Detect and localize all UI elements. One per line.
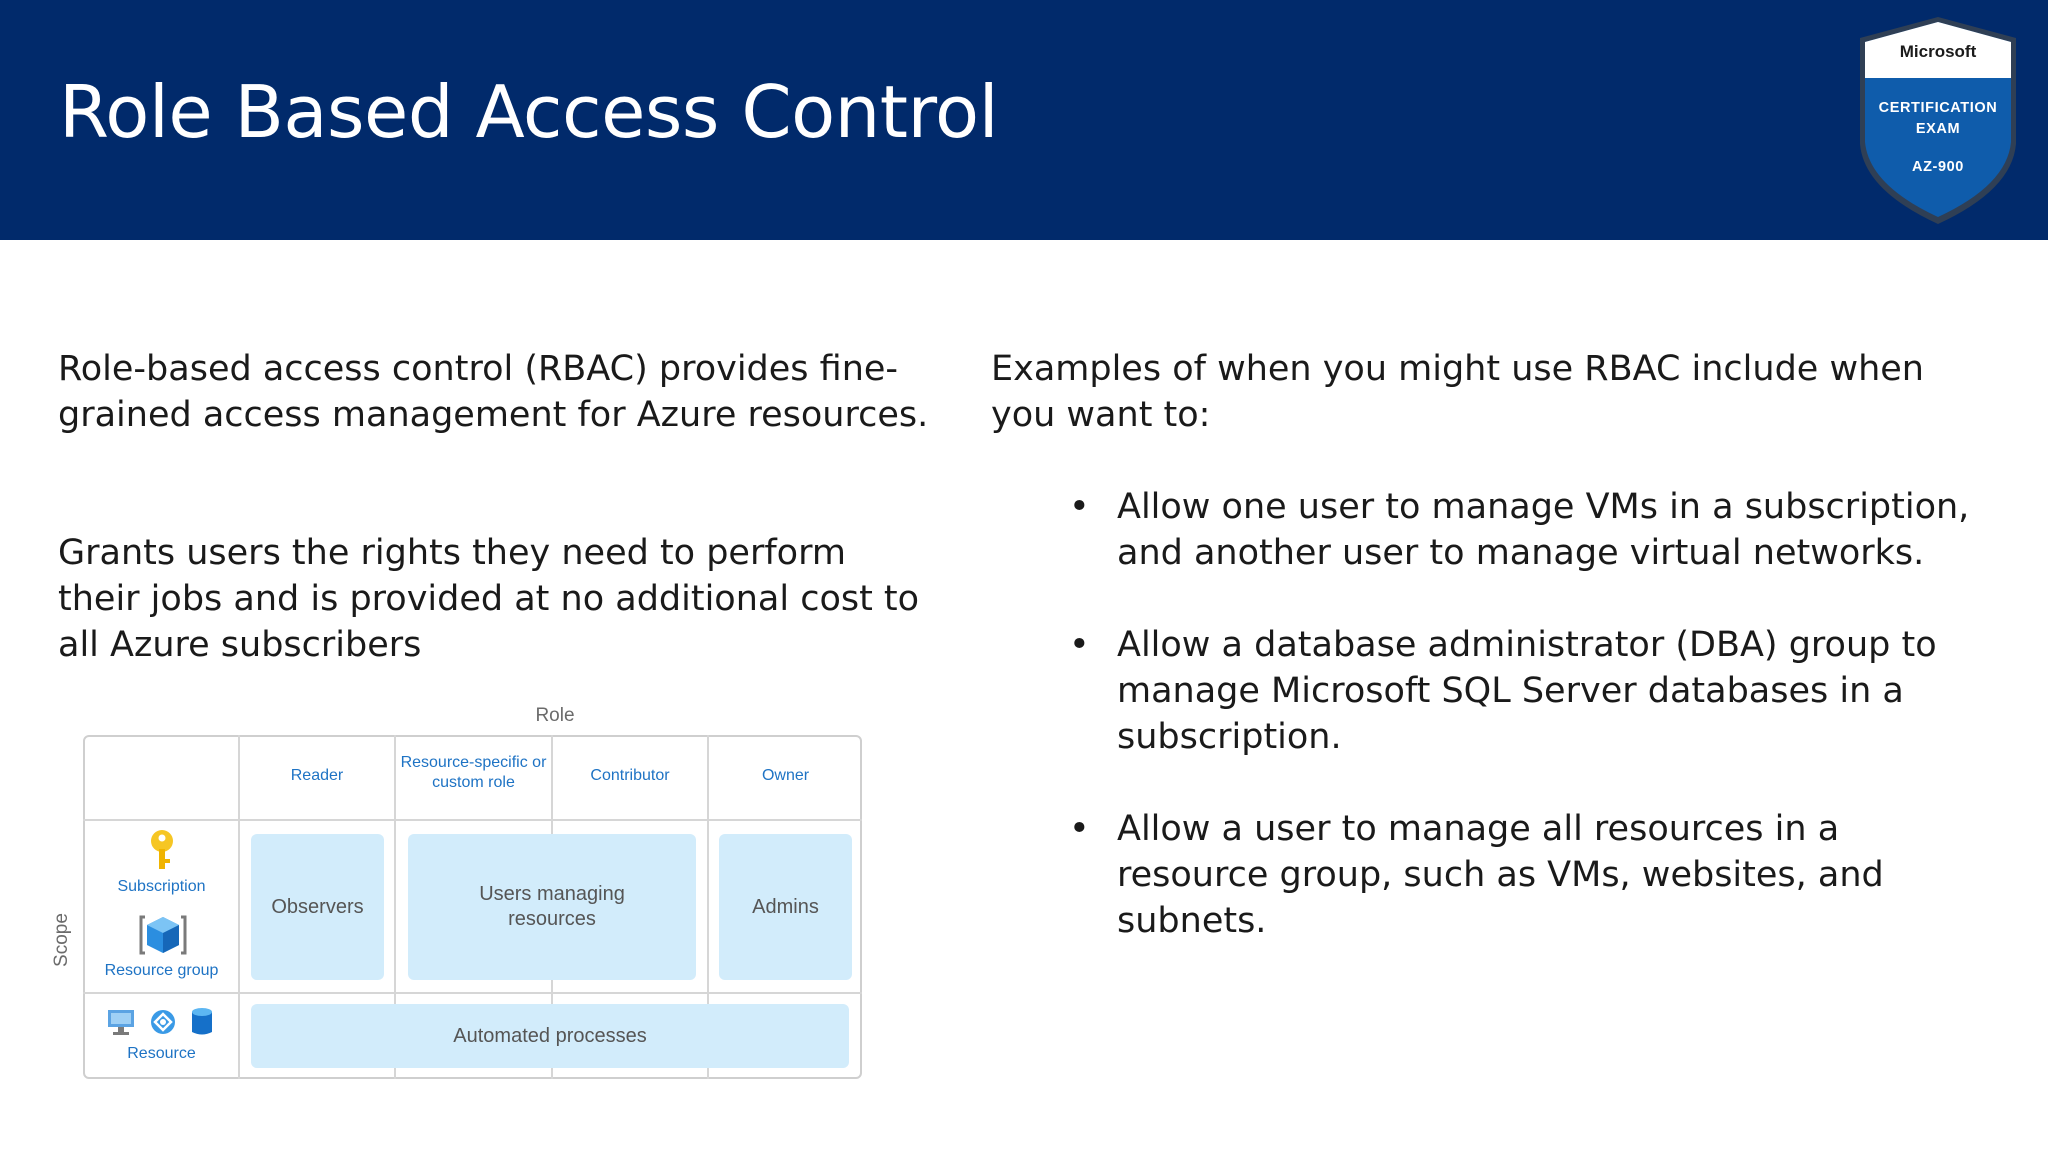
example-text: Allow one user to manage VMs in a subscr…	[1117, 487, 1970, 573]
badge-brand: Microsoft	[1899, 42, 1977, 61]
badge-exam: EXAM	[1915, 121, 1961, 137]
list-item: • Allow a database administrator (DBA) gr…	[1069, 622, 1999, 760]
grid-divider	[707, 735, 709, 1079]
examples-list: • Allow one user to manage VMs in a subsc…	[1069, 484, 1999, 944]
list-item: • Allow one user to manage VMs in a subsc…	[1069, 484, 1999, 576]
grid-divider	[83, 992, 862, 994]
grid-divider	[238, 735, 240, 1079]
users-managing-box: Users managing resources	[408, 834, 696, 980]
resource-group-cube-icon	[139, 913, 187, 961]
bullet-icon: •	[1069, 809, 1090, 849]
slide-title: Role Based Access Control	[59, 70, 999, 154]
example-text: Allow a user to manage all resources in …	[1117, 809, 1884, 941]
key-icon	[148, 829, 176, 877]
rbac-grants-text: Grants users the rights they need to per…	[58, 533, 920, 665]
column-contributor: Contributor	[590, 767, 670, 784]
column-reader: Reader	[290, 767, 344, 784]
automated-processes-box: Automated processes	[251, 1004, 849, 1068]
rbac-definition: Role-based access control (RBAC) provide…	[58, 349, 929, 435]
example-text: Allow a database administrator (DBA) gro…	[1117, 625, 1937, 757]
virtual-machine-icon	[106, 1008, 136, 1040]
bullet-icon: •	[1069, 487, 1090, 527]
column-owner: Owner	[761, 767, 810, 784]
observers-box: Observers	[251, 834, 384, 980]
role-axis-label: Role	[535, 705, 575, 726]
examples-intro: Examples of when you might use RBAC incl…	[991, 349, 1924, 435]
rbac-diagram-grid	[83, 735, 862, 1079]
slide-header: Role Based Access Control Microsoft CERT…	[0, 0, 2048, 240]
admins-box: Admins	[719, 834, 852, 980]
scope-axis-label: Scope	[51, 913, 72, 967]
scope-resource: Resource	[127, 1045, 196, 1062]
badge-shield-icon	[1860, 17, 2016, 224]
list-item: • Allow a user to manage all resources in…	[1069, 806, 1999, 944]
database-icon	[190, 1006, 214, 1042]
bullet-icon: •	[1069, 625, 1090, 665]
scope-subscription: Subscription	[117, 878, 206, 895]
certification-badge: Microsoft CERTIFICATION EXAM AZ-900	[1856, 14, 2020, 226]
column-custom-role: Resource-specific or custom role	[400, 754, 547, 791]
badge-exam-code: AZ-900	[1912, 159, 1964, 175]
scope-resource-group: Resource group	[104, 962, 219, 979]
grid-divider	[83, 819, 862, 821]
network-icon	[149, 1008, 177, 1040]
grid-divider	[394, 735, 396, 1079]
badge-certification: CERTIFICATION	[1878, 100, 1998, 116]
